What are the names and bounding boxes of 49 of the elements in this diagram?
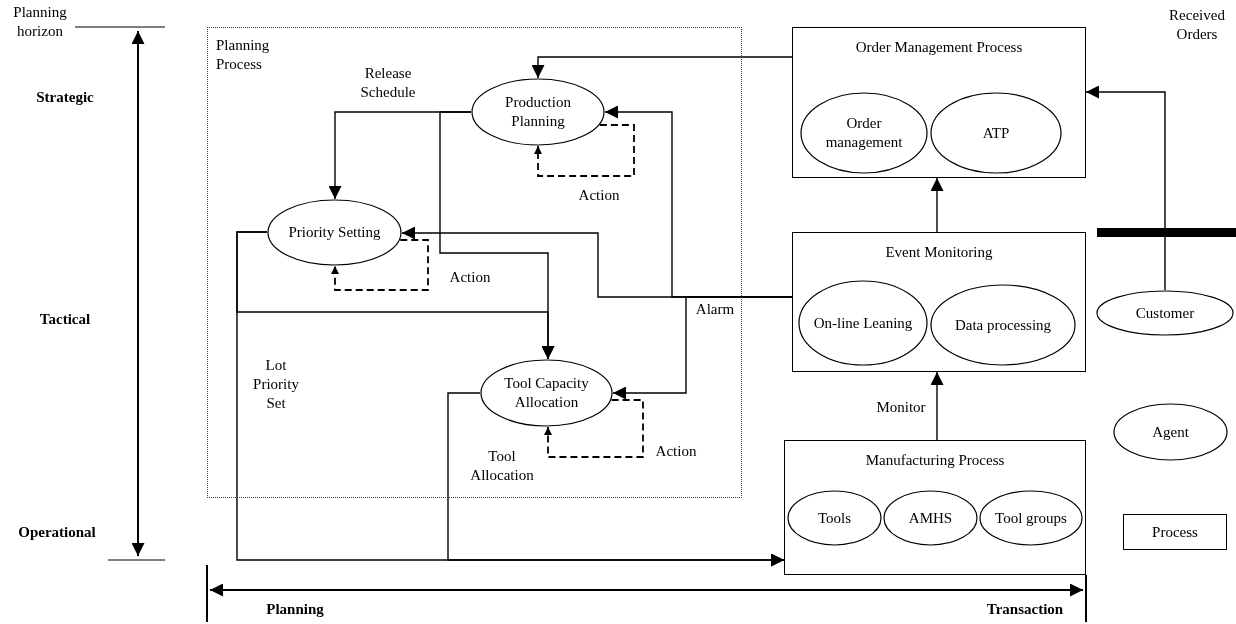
node-label: Customer [1135, 303, 1195, 323]
dashed-arrow [534, 124, 635, 177]
process-ellipse [267, 199, 402, 266]
process-ellipse [1096, 290, 1234, 336]
flow-label: Received Orders [1168, 6, 1226, 44]
box-title: Order Management Process [855, 38, 1023, 57]
node-label: ATP [982, 123, 1010, 143]
process-ellipse [883, 490, 978, 546]
node-label: Tool Capacity Allocation [503, 374, 590, 412]
arrow [1085, 85, 1166, 291]
node-label: Tool groups [995, 508, 1067, 528]
box-title: Event Monitoring [885, 243, 993, 262]
process-ellipse [930, 92, 1062, 174]
arrow [531, 56, 793, 79]
axis-label: Transaction [985, 600, 1065, 619]
process-ellipse [787, 490, 882, 546]
node-label: AMHS [908, 508, 953, 528]
process-ellipse [471, 78, 605, 146]
axis-title: Planning horizon [12, 3, 68, 41]
dashed-arrow [331, 239, 429, 291]
process-box [784, 440, 1086, 575]
node-label: Agent [1152, 422, 1189, 442]
node-label: Data processing [954, 315, 1052, 335]
arrow [612, 296, 793, 400]
group-label: Planning Process [216, 36, 271, 74]
process-ellipse [930, 284, 1076, 366]
process-box [1123, 514, 1227, 550]
dashed-arrow [544, 399, 644, 458]
node-label: On-line Leaning [813, 313, 913, 333]
level-label: Tactical [38, 310, 92, 329]
node-label: Order management [824, 114, 904, 152]
node-label: Production Planning [504, 93, 572, 131]
level-label: Strategic [35, 88, 95, 107]
process-ellipse [800, 92, 928, 174]
process-ellipse [798, 280, 928, 366]
level-label: Operational [17, 523, 97, 542]
process-ellipse [1113, 403, 1228, 461]
process-box [792, 232, 1086, 372]
box-title: Process [1152, 522, 1198, 542]
arrow [447, 392, 785, 567]
arrow [930, 371, 944, 441]
axis-label: Planning [265, 600, 325, 619]
node-label: Priority Setting [288, 223, 381, 242]
arrow [930, 177, 944, 233]
process-box [792, 27, 1086, 178]
process-ellipse [480, 359, 613, 427]
node-label: Tools [817, 508, 852, 528]
process-ellipse [979, 490, 1083, 546]
box-title: Manufacturing Process [865, 451, 1005, 470]
